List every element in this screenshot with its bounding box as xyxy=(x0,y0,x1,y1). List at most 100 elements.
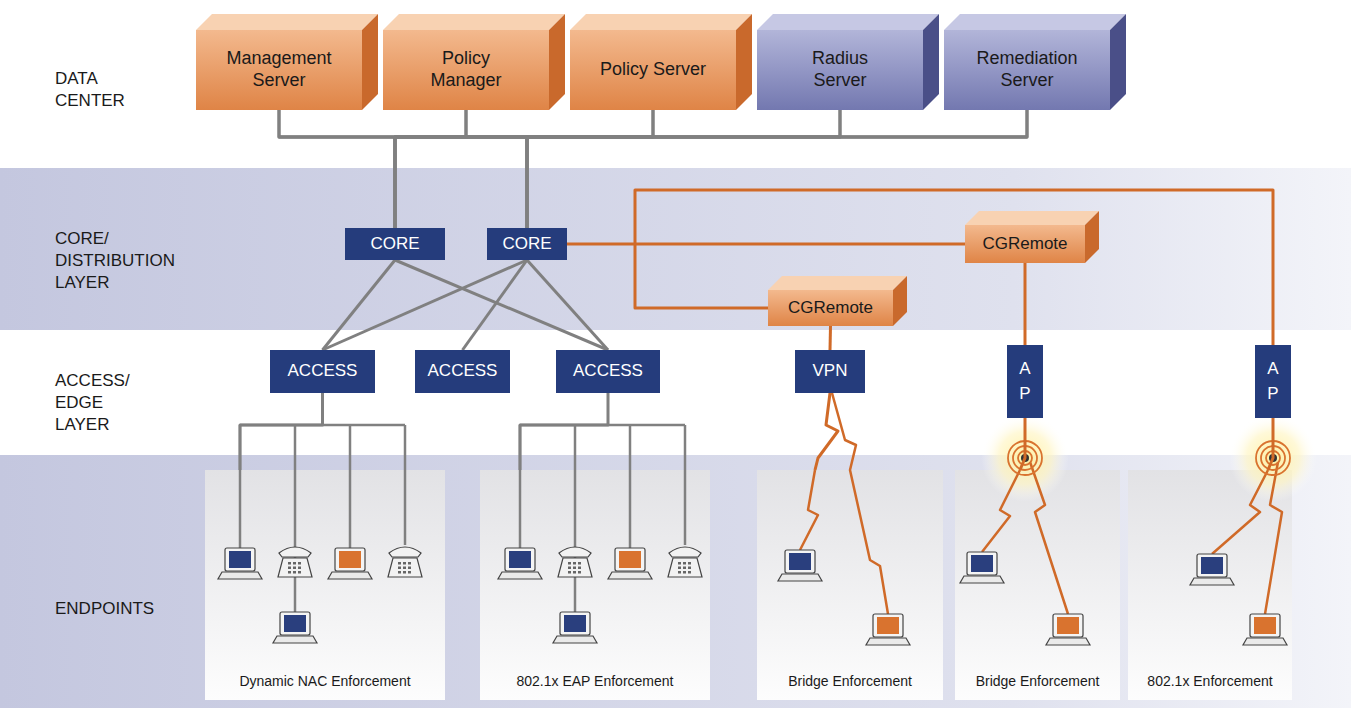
text-area: AP xyxy=(1255,345,1291,418)
endpoint-panel xyxy=(757,470,943,700)
text-area: CORE xyxy=(487,228,567,260)
box-side-face xyxy=(1110,14,1126,110)
phone-key xyxy=(678,562,681,565)
server-box: Management Server xyxy=(196,30,362,110)
node-label: ACCESS xyxy=(428,361,498,381)
phone-key xyxy=(288,562,291,565)
laptop-frame xyxy=(1053,614,1083,637)
box-top-face xyxy=(757,14,939,30)
phone-key xyxy=(298,562,301,565)
phone-body xyxy=(558,558,592,577)
node-label: Remediation Server xyxy=(962,48,1092,91)
endpoint-group: 802.1x EAP Enforcement xyxy=(480,470,710,700)
text-area: VPN xyxy=(795,350,865,393)
text-area: 802.1x Enforcement xyxy=(1132,673,1288,690)
laptop-icon xyxy=(498,548,542,579)
laptop-frame xyxy=(615,548,645,571)
box-side-face xyxy=(923,14,939,110)
laptop-base xyxy=(328,572,372,579)
network-link xyxy=(635,190,1273,345)
phone-key xyxy=(578,571,581,574)
laptop-screen xyxy=(284,615,306,632)
laptop-base xyxy=(866,638,910,645)
network-link xyxy=(323,260,396,350)
text-area: Radius Server xyxy=(757,30,923,110)
phone-icon xyxy=(668,547,702,577)
phone-key xyxy=(578,567,581,570)
node-label: Radius Server xyxy=(794,48,886,91)
laptop-screen xyxy=(229,551,251,568)
box-front-face xyxy=(383,30,549,110)
wireless-link xyxy=(1030,462,1068,614)
box-front-face xyxy=(757,30,923,110)
node-label: Bridge Enforcement xyxy=(976,673,1100,690)
laptop-frame xyxy=(225,548,255,571)
node-label: AP xyxy=(1265,357,1282,406)
network-link xyxy=(527,110,1027,228)
laptop-base xyxy=(273,636,317,643)
signal-glow xyxy=(981,414,1069,502)
laptop-base xyxy=(608,572,652,579)
node-label: CORE xyxy=(502,234,551,254)
network-link xyxy=(829,326,833,350)
laptop-base xyxy=(1046,638,1090,645)
phone-icon xyxy=(388,547,422,577)
network-switch: CORE xyxy=(345,228,445,260)
box-side-face xyxy=(549,14,565,110)
text-area: Policy Server xyxy=(570,30,736,110)
cgremote-appliance: CGRemote xyxy=(965,225,1085,263)
network-switch: VPN xyxy=(795,350,865,393)
layer-label: ACCESS/ EDGE LAYER xyxy=(55,370,147,436)
phone-key xyxy=(683,562,686,565)
box-top-face xyxy=(944,14,1126,30)
box-front-face xyxy=(570,30,736,110)
box-front-face xyxy=(196,30,362,110)
network-link xyxy=(395,110,840,228)
phone-key xyxy=(293,571,296,574)
laptop-base xyxy=(553,636,597,643)
wireless-link xyxy=(982,470,1020,552)
phone-key xyxy=(408,562,411,565)
phone-key xyxy=(398,571,401,574)
phone-key xyxy=(688,571,691,574)
phone-key xyxy=(288,571,291,574)
laptop-icon xyxy=(328,548,372,579)
phone-key xyxy=(683,571,686,574)
laptop-screen xyxy=(339,551,361,568)
network-switch: CORE xyxy=(487,228,567,260)
node-label: CORE xyxy=(370,234,419,254)
phone-key xyxy=(403,562,406,565)
box-side-face xyxy=(736,14,752,110)
box-front-face xyxy=(965,225,1085,263)
laptop-frame xyxy=(505,548,535,571)
phone-key xyxy=(298,567,301,570)
box-top-face xyxy=(965,211,1099,225)
phone-key xyxy=(568,567,571,570)
network-link xyxy=(395,110,1027,228)
text-area: CORE xyxy=(345,228,445,260)
layer-label: CORE/ DISTRIBUTION LAYER xyxy=(55,228,183,294)
endpoint-panel xyxy=(955,470,1120,700)
laptop-frame xyxy=(1197,554,1227,577)
box-side-face xyxy=(893,276,907,326)
text-area: ACCESS xyxy=(415,350,510,393)
network-link xyxy=(463,260,528,350)
phone-handset xyxy=(669,547,701,557)
phone-key xyxy=(573,567,576,570)
laptop-screen xyxy=(1057,617,1079,634)
laptop-icon xyxy=(778,550,822,581)
phone-body xyxy=(278,558,312,577)
node-label: VPN xyxy=(813,361,848,381)
phone-key xyxy=(678,567,681,570)
laptop-icon xyxy=(1046,614,1090,645)
phone-key xyxy=(293,562,296,565)
phone-handset xyxy=(559,547,591,557)
phone-key xyxy=(293,567,296,570)
box-top-face xyxy=(383,14,565,30)
laptop-frame xyxy=(1250,614,1280,637)
network-switch: ACCESS xyxy=(556,350,660,393)
phone-icon xyxy=(278,547,312,577)
phone-key xyxy=(408,567,411,570)
node-label: CGRemote xyxy=(788,298,873,318)
wireless-link xyxy=(800,470,818,550)
